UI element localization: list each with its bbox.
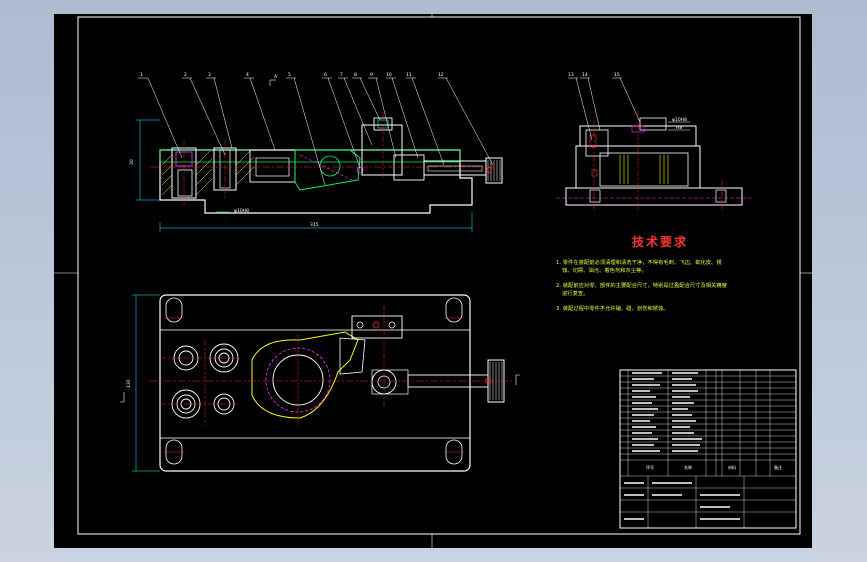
requirement-2a: 2. 装配前应对零、部件的主要配合尺寸，特别是过盈配合尺寸及相关精度 [556, 281, 728, 289]
drawing-frame [77, 16, 801, 535]
dim-length: 315 [310, 222, 319, 228]
balloon-4: 4 [246, 72, 249, 78]
front-balloon-labels: 1 2 3 4 5 6 7 8 9 10 11 12 [140, 72, 444, 78]
balloon-2: 2 [184, 72, 187, 78]
requirements-title: 技术要求 [632, 234, 688, 249]
balloon-3: 3 [208, 72, 211, 78]
dim-height: 30 [129, 159, 135, 165]
table-header-no: 序号 [646, 464, 654, 470]
requirement-1b: 蚀、切屑、油污、着色剂和灰尘等。 [562, 266, 647, 274]
balloon-11: 11 [406, 72, 412, 78]
table-header-material: 材料 [728, 464, 736, 470]
front-view: 1 2 3 4 5 6 7 8 9 10 11 12 30 315 φ10H8 … [129, 72, 503, 232]
balloon-5: 5 [288, 72, 291, 78]
drawing-sheet [54, 14, 812, 548]
balloon-12: 12 [438, 72, 444, 78]
side-view: 13 14 15 φ10H8 H8 [556, 72, 752, 210]
balloon-10: 10 [386, 72, 392, 78]
technical-requirements: 技术要求 1. 零件在装配前必须清理和清洗干净，不得有毛刺、飞边、氧化皮、锈 蚀… [556, 234, 728, 312]
balloon-1: 1 [140, 72, 143, 78]
requirement-1a: 1. 零件在装配前必须清理和清洗干净，不得有毛刺、飞边、氧化皮、锈 [556, 258, 722, 266]
balloon-13: 13 [568, 72, 574, 78]
dim-side-fit-b: H8 [676, 125, 682, 131]
balloon-9: 9 [370, 72, 373, 78]
requirement-2b: 进行复查。 [562, 289, 589, 297]
dim-side-fit-a: φ10H8 [672, 117, 687, 123]
section-mark-a: A [274, 74, 278, 80]
balloon-14: 14 [582, 72, 588, 78]
plan-view: 130 [120, 294, 520, 472]
balloon-8: 8 [354, 72, 357, 78]
dim-plan-width: 130 [126, 379, 132, 388]
requirement-3: 3. 装配过程中零件不允许磕、碰、划伤和锈蚀。 [556, 304, 669, 312]
balloon-6: 6 [324, 72, 327, 78]
balloon-7: 7 [340, 72, 343, 78]
balloon-15: 15 [614, 72, 620, 78]
table-header-remark: 备注 [774, 464, 782, 470]
table-header-name: 名称 [684, 464, 692, 470]
dim-bore: φ10H8 [234, 208, 249, 214]
side-balloon-labels: 13 14 15 [568, 72, 620, 78]
title-block[interactable]: 序号 名称 材料 备注 [619, 369, 797, 529]
